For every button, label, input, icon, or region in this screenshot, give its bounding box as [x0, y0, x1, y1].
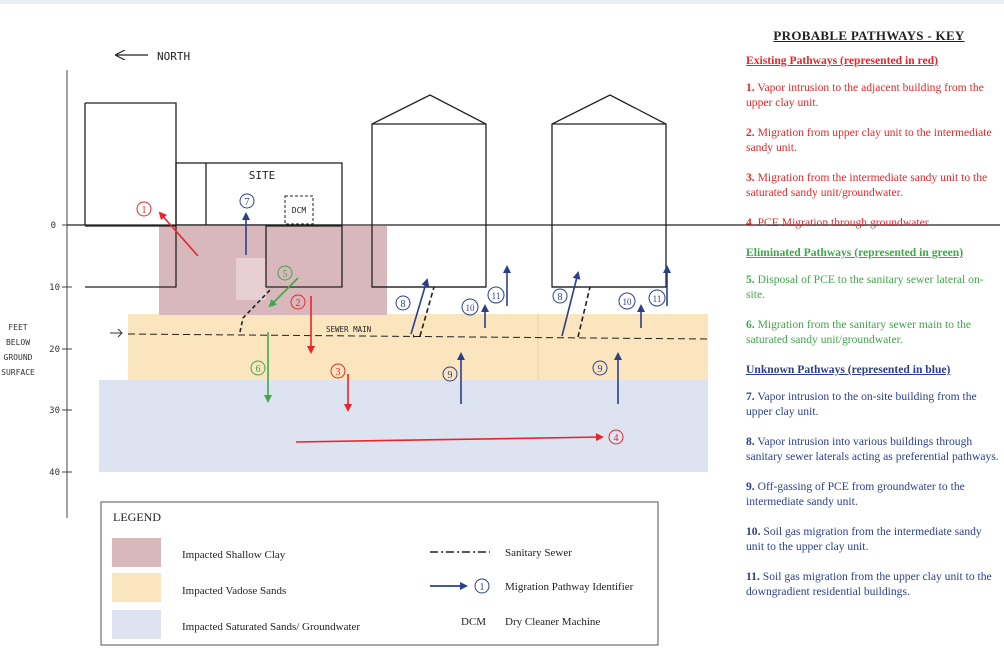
legend-label-clay: Impacted Shallow Clay	[182, 549, 286, 561]
svg-text:10: 10	[623, 297, 633, 307]
key-item-1: 1. Vapor intrusion to the adjacent build…	[746, 81, 984, 109]
key-item-5: 5. Disposal of PCE to the sanitary sewer…	[746, 273, 984, 301]
axis-label-line-3: GROUND	[4, 353, 33, 362]
top-band	[0, 0, 1004, 4]
legend-label-sewer: Sanitary Sewer	[505, 547, 572, 559]
legend-pathway-circle	[474, 578, 490, 594]
sewer-lateral-2	[577, 286, 591, 338]
pathway-id-2: 2	[290, 294, 306, 310]
key-section-existing-heading: Existing Pathways (represented in red)	[746, 54, 938, 67]
pathway-id-3: 3	[330, 363, 346, 379]
pathway-id-7: 7	[239, 193, 255, 209]
pathways-key-panel: PROBABLE PATHWAYS - KEY Existing Pathway…	[738, 22, 1000, 652]
sewer-main-label: SEWER MAIN	[326, 325, 371, 334]
axis-label-line-1: FEET	[8, 323, 27, 332]
site-label: SITE	[249, 169, 276, 182]
pathway-id-9b: 9	[592, 360, 608, 376]
pathway-1-arrow	[158, 211, 199, 257]
key-title: PROBABLE PATHWAYS - KEY	[773, 28, 965, 43]
svg-text:3: 3	[336, 367, 341, 378]
key-item-3: 3. Migration from the intermediate sandy…	[746, 171, 988, 199]
legend-swatch-vadose	[112, 573, 161, 602]
sewer-lateral-1	[419, 286, 435, 337]
svg-text:9: 9	[598, 364, 603, 375]
pathway-id-10a: 10	[461, 298, 479, 316]
axis-label-line-2: BELOW	[6, 338, 30, 347]
site-building-basement	[265, 225, 343, 288]
axis-pointer-arrow	[110, 328, 123, 338]
key-section-eliminated-heading: Eliminated Pathways (represented in gree…	[746, 246, 964, 259]
dcm-label: DCM	[292, 206, 307, 215]
pathway-id-8a: 8	[395, 295, 411, 311]
svg-text:10: 10	[466, 303, 476, 313]
svg-text:1: 1	[142, 205, 147, 216]
pathway-id-1: 1	[136, 201, 152, 217]
svg-text:2: 2	[296, 298, 301, 309]
pathway-8-arrow-a	[410, 278, 430, 335]
svg-text:11: 11	[492, 291, 501, 301]
clay-lighter-patch	[236, 258, 266, 300]
pathway-id-6: 6	[250, 360, 266, 376]
pathway-5-arrow	[268, 277, 299, 308]
dcm-box	[284, 195, 314, 225]
key-item-2: 2. Migration from upper clay unit to the…	[746, 126, 992, 154]
key-item-4: 4. PCE Migration through groundwater.	[746, 216, 931, 229]
legend-label-vadose: Impacted Vadose Sands	[182, 585, 286, 597]
svg-text:8: 8	[401, 299, 406, 310]
layer-vadose-sands	[128, 314, 708, 380]
tick-label-20: 20	[49, 345, 60, 355]
sewer-main	[127, 333, 709, 340]
key-section-unknown-heading: Unknown Pathways (represented in blue)	[746, 363, 951, 376]
pathway-id-11b: 11	[648, 289, 666, 307]
sewer-lateral-site	[239, 287, 273, 333]
key-item-10: 10. Soil gas migration from the intermed…	[746, 525, 982, 553]
legend-swatch-clay	[112, 538, 161, 567]
tick-label-10: 10	[49, 283, 60, 293]
legend-pathway-number: 1	[480, 582, 485, 593]
key-item-11: 11. Soil gas migration from the upper cl…	[746, 570, 992, 598]
pathway-4-arrow	[295, 433, 604, 443]
svg-text:8: 8	[558, 292, 563, 303]
svg-text:7: 7	[245, 197, 250, 208]
layer-shallow-clay	[159, 226, 387, 315]
axis-label-line-4: SURFACE	[1, 368, 35, 377]
pathway-id-8b: 8	[552, 288, 568, 304]
legend-box	[100, 501, 659, 646]
layer-saturated-sands	[99, 380, 708, 472]
tick-label-30: 30	[49, 406, 60, 416]
pathway-id-4: 4	[608, 429, 624, 445]
adjacent-building	[85, 102, 177, 225]
legend-label-dcm: Dry Cleaner Machine	[505, 616, 600, 628]
adjacent-building-basement	[85, 225, 177, 288]
key-item-7: 7. Vapor intrusion to the on-site buildi…	[746, 390, 977, 418]
legend-label-saturated: Impacted Saturated Sands/ Groundwater	[182, 621, 360, 633]
svg-text:4: 4	[614, 433, 619, 444]
svg-text:6: 6	[256, 364, 261, 375]
key-item-6: 6. Migration from the sanitary sewer mai…	[746, 318, 972, 346]
legend-label-pathway: Migration Pathway Identifier	[505, 581, 634, 593]
legend-title: LEGEND	[113, 510, 161, 524]
tick-label-0: 0	[51, 221, 56, 231]
legend-dcm-symbol: DCM	[461, 616, 486, 628]
key-item-8: 8. Vapor intrusion into various building…	[746, 435, 999, 463]
pathway-id-9a: 9	[442, 366, 458, 382]
pathway-id-11a: 11	[487, 286, 505, 304]
pathway-id-5: 5	[277, 265, 293, 281]
legend-swatch-saturated	[112, 610, 161, 639]
tick-label-40: 40	[49, 468, 60, 478]
north-label: NORTH	[157, 50, 190, 63]
svg-text:11: 11	[653, 294, 662, 304]
svg-text:5: 5	[283, 269, 288, 280]
svg-text:9: 9	[448, 370, 453, 381]
site-building	[175, 162, 343, 226]
pathway-id-10b: 10	[618, 292, 636, 310]
pathway-8-arrow-b	[561, 271, 581, 337]
key-item-9: 9. Off-gassing of PCE from groundwater t…	[746, 480, 965, 508]
legend: LEGEND Impacted Shallow Clay Impacted Va…	[100, 501, 659, 646]
